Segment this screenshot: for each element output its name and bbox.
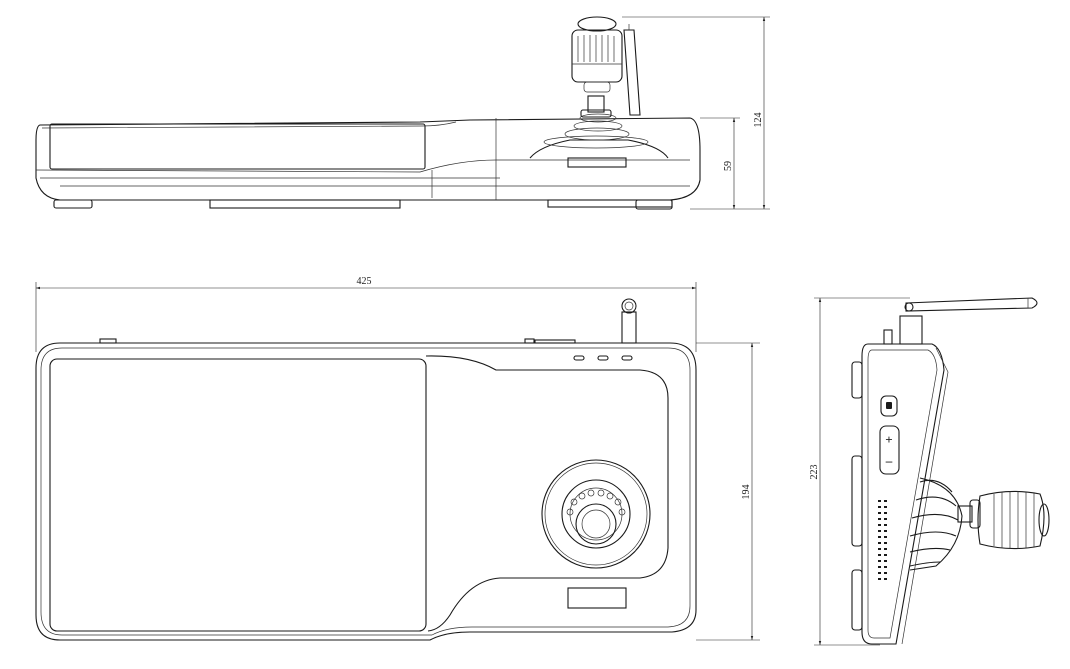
minus-button-label: – xyxy=(885,453,893,468)
top-view: 124 59 xyxy=(35,16,770,210)
plus-button-label: + xyxy=(885,432,892,447)
dim-side-height: 223 xyxy=(809,465,820,480)
dim-total-height: 124 xyxy=(753,113,764,128)
side-view: 223 + – xyxy=(809,297,1050,646)
speaker-grille xyxy=(878,500,887,580)
dim-height: 194 xyxy=(741,485,752,500)
dim-width: 425 xyxy=(357,276,372,287)
front-view: 425 1 xyxy=(35,276,760,641)
dim-body-height: 59 xyxy=(723,161,734,171)
